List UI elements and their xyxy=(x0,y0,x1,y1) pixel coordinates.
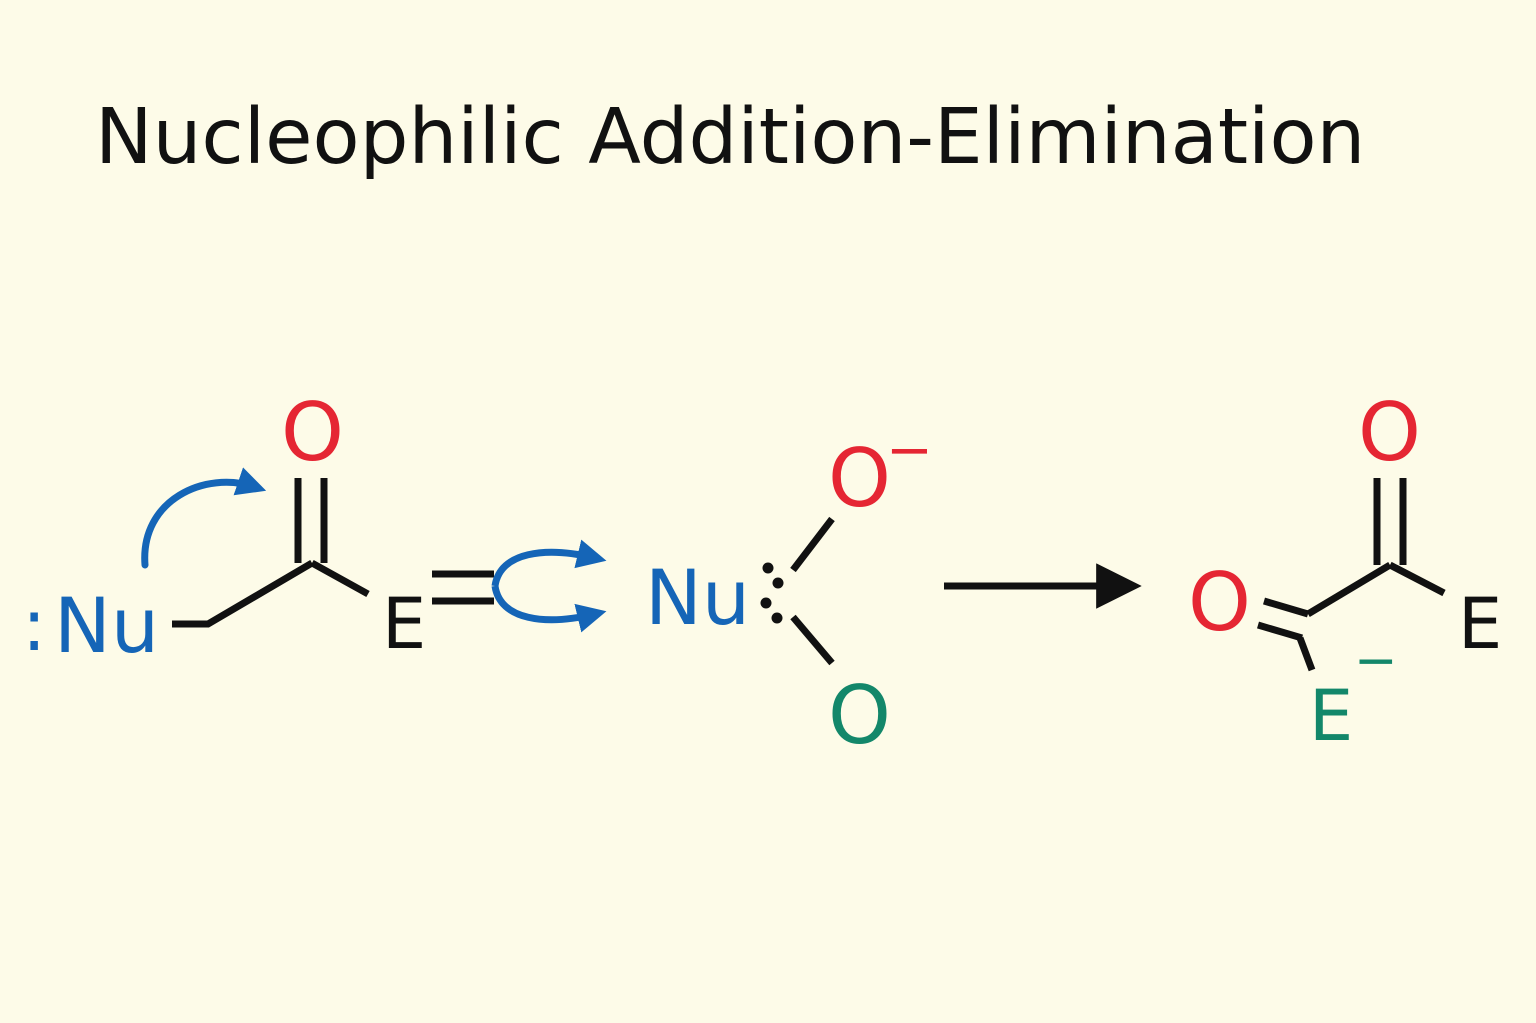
lone-pair-dots xyxy=(760,562,784,624)
product-substituent-e: E xyxy=(1458,583,1502,665)
intermediate-oxygen: O xyxy=(828,669,891,762)
product-leaving-bond xyxy=(1296,636,1316,672)
intermediate: Nu O − O xyxy=(645,418,933,762)
intermediate-bond-upper xyxy=(790,516,835,573)
curved-double-arrow-icon xyxy=(432,539,607,633)
product-leaving-group: E xyxy=(1309,675,1353,757)
intermediate-nucleophile-label: Nu xyxy=(645,553,750,642)
intermediate-oxide-charge: − xyxy=(886,418,933,483)
product-chain-bond xyxy=(1306,561,1392,618)
product-carbonyl-oxygen: O xyxy=(1358,386,1421,479)
reactant-ce-bond xyxy=(310,559,370,598)
curved-arrow-upper xyxy=(491,539,607,587)
intermediate-oxide: O xyxy=(828,432,891,525)
product-leaving-group-charge: − xyxy=(1354,631,1398,691)
intermediate-bond-lower xyxy=(790,614,835,666)
reactant: : Nu O E xyxy=(22,386,426,670)
reactant-substituent-e: E xyxy=(382,583,426,665)
page-title: Nucleophilic Addition-Elimination xyxy=(95,93,1365,182)
reactant-carbonyl-oxygen: O xyxy=(281,386,344,479)
product-co-double-lower xyxy=(1257,621,1303,642)
reactant-nucleophile-label: Nu xyxy=(54,581,159,670)
reactant-lone-pair: : xyxy=(22,583,46,667)
curved-arrow-icon xyxy=(141,467,267,569)
curved-arrow-lower xyxy=(491,585,607,633)
product-ce-bond xyxy=(1388,561,1446,597)
product-co-double-upper xyxy=(1263,597,1309,618)
product-oxygen-left: O xyxy=(1188,556,1251,649)
reactant-chain-bond xyxy=(172,559,314,628)
product: O O E E − xyxy=(1188,386,1502,757)
